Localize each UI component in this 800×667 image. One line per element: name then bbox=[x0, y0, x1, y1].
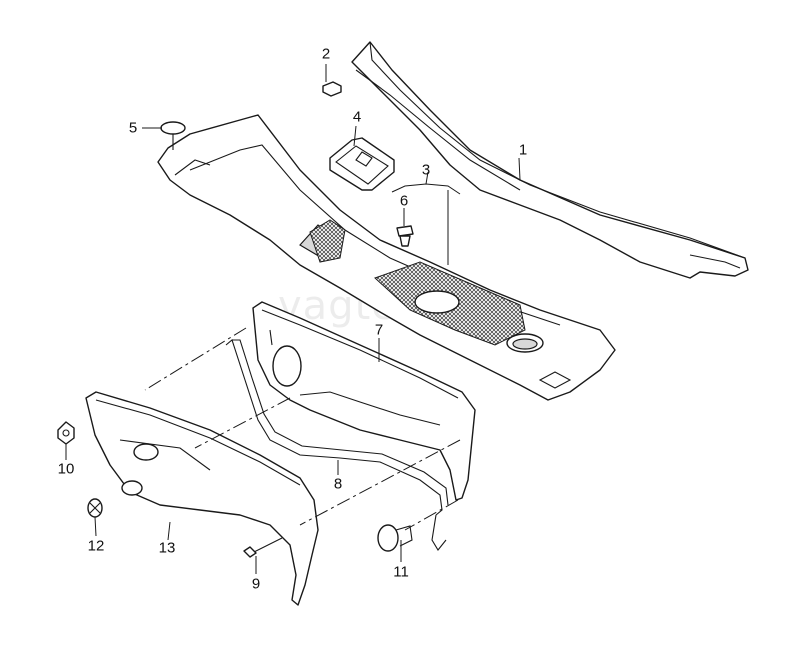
callout-13: 13 bbox=[158, 539, 176, 557]
part-8-seal bbox=[225, 339, 449, 551]
part-2-clip bbox=[322, 81, 342, 97]
callout-2: 2 bbox=[321, 45, 331, 63]
assembly-lines bbox=[144, 327, 461, 531]
part-11-grommet bbox=[377, 524, 413, 552]
callout-11: 11 bbox=[393, 563, 409, 581]
part-13-insulation-panel bbox=[85, 391, 319, 606]
part-6-expanding-clip bbox=[396, 225, 414, 247]
callout-8: 8 bbox=[333, 475, 343, 493]
part-7-bulkhead-panel bbox=[252, 301, 476, 501]
part-4-cover-cap bbox=[329, 137, 395, 191]
callout-9: 9 bbox=[251, 575, 261, 593]
callout-6: 6 bbox=[399, 192, 409, 210]
callout-10: 10 bbox=[57, 460, 75, 478]
callout-12: 12 bbox=[87, 537, 105, 555]
callout-5: 5 bbox=[128, 119, 138, 137]
part-1-cowl-panel-upper bbox=[351, 41, 749, 279]
part-3-plenum-cover bbox=[157, 114, 616, 401]
callout-1: 1 bbox=[518, 141, 528, 159]
callout-4: 4 bbox=[352, 108, 362, 126]
part-12-clip-nut bbox=[87, 498, 103, 518]
leader-lines bbox=[65, 64, 521, 574]
part-10-nut bbox=[57, 421, 75, 445]
callout-7: 7 bbox=[374, 321, 384, 339]
part-9-bolt bbox=[243, 537, 283, 558]
callout-3: 3 bbox=[421, 161, 431, 179]
